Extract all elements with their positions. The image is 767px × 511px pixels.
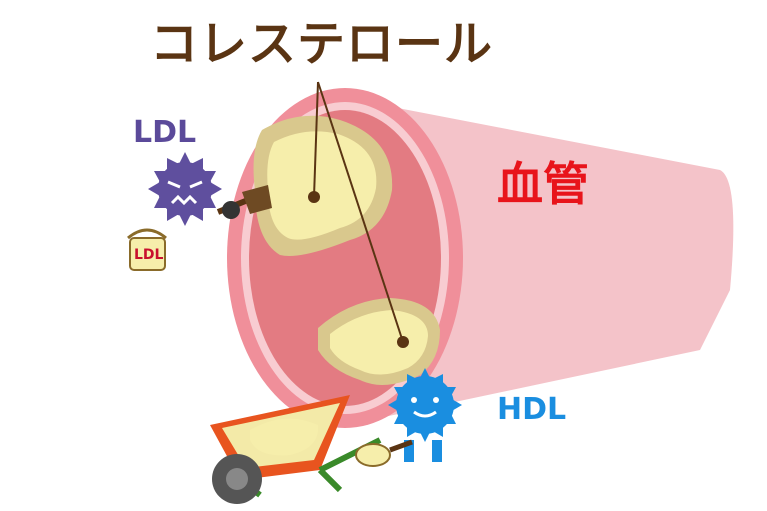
wheelbarrow-icon [210,395,382,504]
blood-vessel-label: 血管 [497,157,589,211]
diagram-title: コレステロール [150,16,494,72]
bucket-label: LDL [134,247,164,263]
hdl-label: HDL [497,392,567,427]
pointer-lines [313,81,404,343]
bucket-icon [127,228,167,271]
shovel-icon [216,185,272,219]
ldl-label: LDL [133,115,197,150]
hammer-icon [355,439,413,467]
hdl-germ-icon [388,368,462,462]
cholesterol-plaque-icon [253,115,440,385]
ldl-germ-icon [148,152,222,226]
